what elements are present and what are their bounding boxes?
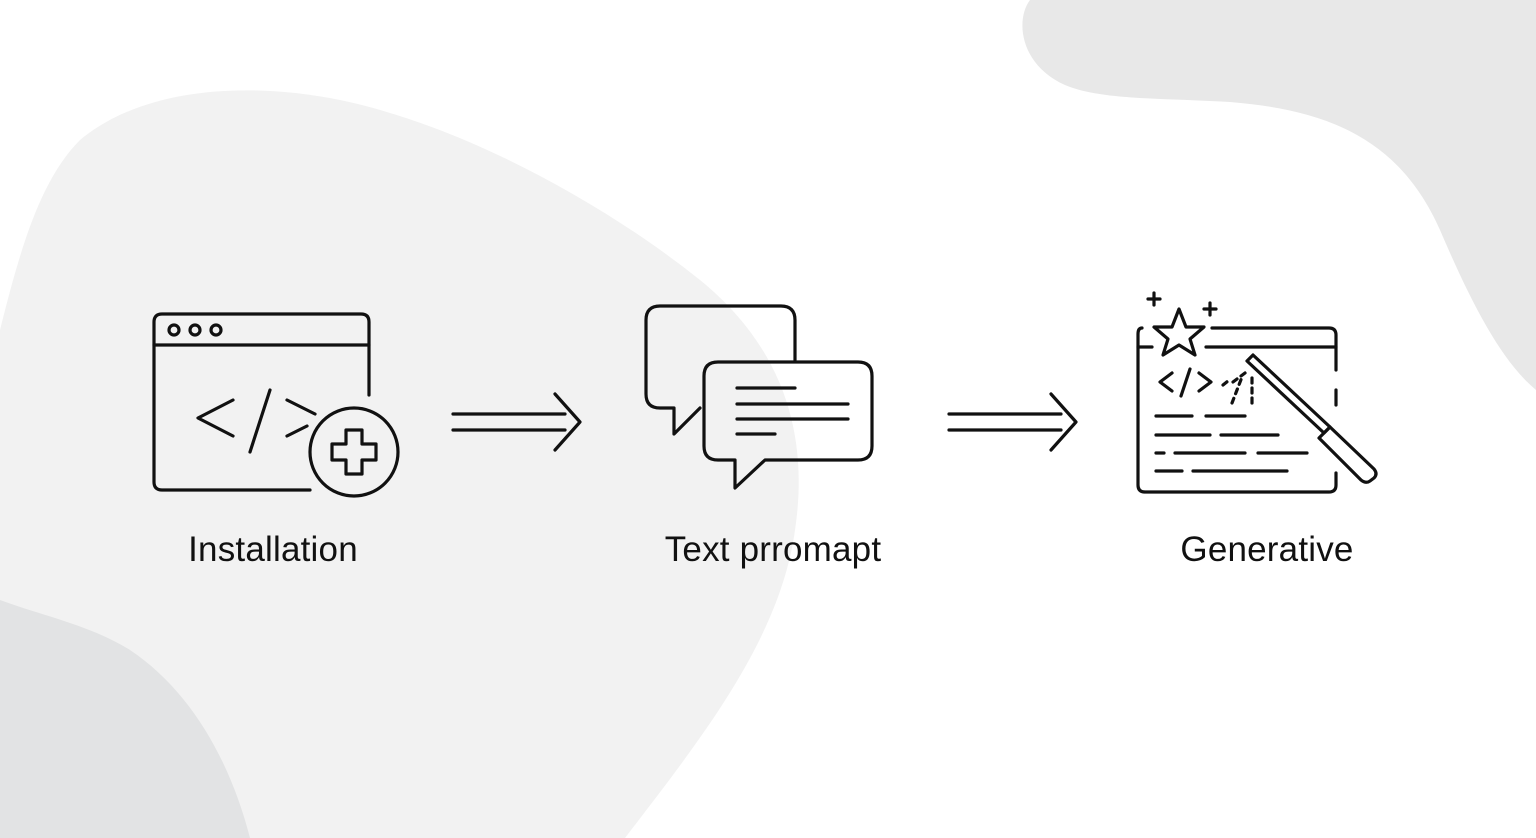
magic-wand-icon [1245,353,1378,484]
blob-bottom-left [0,600,250,838]
double-arrow-right-icon [451,392,582,452]
step-generative [1130,285,1390,500]
code-window-plus-icon [152,312,400,498]
magic-wand-code-window-icon [1136,291,1378,494]
blob-left-large [0,90,799,838]
step-label-text-prompt: Text prromapt [664,530,882,569]
step-installation [150,310,410,505]
blob-top-right [1022,0,1536,390]
step-label-installation: Installation [188,530,358,569]
star-icon [1152,307,1206,357]
double-arrow-right-icon [947,392,1078,452]
step-label-generative: Generative [1180,530,1354,569]
chat-bubbles-icon [644,304,874,490]
step-text-prompt [640,300,880,495]
